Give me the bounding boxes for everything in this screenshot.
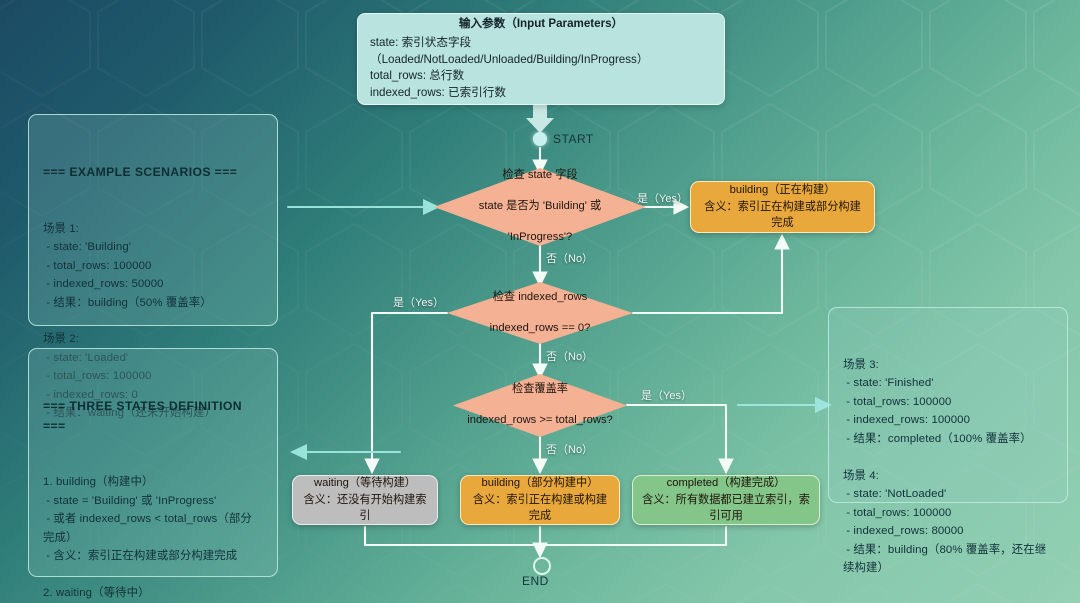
decision-coverage-line2: indexed_rows >= total_rows?: [467, 414, 613, 427]
decision-check-coverage-text: 检查覆盖率 indexed_rows >= total_rows?: [467, 367, 613, 444]
end-label: END: [522, 574, 549, 588]
panel-example-scenarios-body: 场景 1: - state: 'Building' - total_rows: …: [43, 222, 216, 420]
end-node-dot: [533, 557, 551, 575]
input-param-total-rows: total_rows: 总行数: [370, 69, 465, 83]
result-box-completed[interactable]: completed（构建完成） 含义：所有数据都已建立索引，索引可用: [632, 475, 820, 525]
edge-label-d3-yes: 是（Yes）: [641, 390, 692, 402]
decision-check-indexed-rows-text: 检查 indexed_rows indexed_rows == 0?: [490, 274, 591, 351]
result-building-partial-desc: 含义：索引正在构建或构建完成: [472, 493, 608, 523]
decision-check-state-line2: state 是否为 'Building' 或: [478, 200, 602, 213]
panel-example-scenarios-title: === EXAMPLE SCENARIOS ===: [43, 164, 238, 179]
panel-example-scenarios: === EXAMPLE SCENARIOS === 场景 1: - state:…: [28, 114, 278, 419]
input-parameters-box: 输入参数（Input Parameters） state: 索引状态字段（Loa…: [357, 13, 725, 105]
edge-label-d1-no: 否（No）: [546, 253, 594, 265]
decision-check-state-line3: 'InProgress'?: [507, 231, 573, 244]
decision-indexed-line2: indexed_rows == 0?: [489, 321, 591, 334]
edge-label-d1-yes: 是（Yes）: [637, 193, 688, 205]
result-building-partial-title: building（部分构建中）: [481, 476, 599, 489]
result-waiting-title: waiting（等待构建）: [314, 476, 416, 489]
result-box-building-top[interactable]: building（正在构建） 含义：索引正在构建或部分构建完成: [690, 181, 875, 233]
result-completed-desc: 含义：所有数据都已建立索引，索引可用: [642, 493, 810, 523]
start-label: START: [553, 132, 594, 146]
decision-check-indexed-rows[interactable]: 检查 indexed_rows indexed_rows == 0?: [447, 282, 633, 344]
edge-label-d2-no: 否（No）: [546, 351, 594, 363]
panel-three-states-definition: === THREE STATES DEFINITION === 1. build…: [28, 348, 278, 599]
edge-label-d3-no: 否（No）: [546, 444, 594, 456]
edge-label-d2-yes: 是（Yes）: [393, 297, 444, 309]
result-building-top-title: building（正在构建）: [729, 183, 836, 196]
decision-check-state[interactable]: 检查 state 字段 state 是否为 'Building' 或 'InPr…: [434, 168, 646, 246]
decision-coverage-line1: 检查覆盖率: [512, 383, 568, 396]
decision-check-coverage[interactable]: 检查覆盖率 indexed_rows >= total_rows?: [453, 374, 627, 437]
input-parameters-title: 输入参数（Input Parameters）: [458, 17, 624, 31]
decision-indexed-line1: 检查 indexed_rows: [492, 290, 588, 303]
result-box-waiting[interactable]: waiting（等待构建） 含义：还没有开始构建索引: [292, 475, 438, 525]
input-param-indexed-rows: indexed_rows: 已索引行数: [370, 86, 506, 100]
result-building-top-desc: 含义：索引正在构建或部分构建完成: [704, 200, 861, 230]
panel-scenarios-right-body: 场景 3: - state: 'Finished' - total_rows: …: [843, 358, 1047, 575]
decision-check-state-text: 检查 state 字段 state 是否为 'Building' 或 'InPr…: [479, 153, 601, 261]
panel-scenarios-right: 场景 3: - state: 'Finished' - total_rows: …: [828, 307, 1068, 574]
panel-three-states-body: 1. building（构建中） - state = 'Building' 或 …: [43, 476, 252, 600]
input-param-state: state: 索引状态字段（Loaded/NotLoaded/Unloaded/…: [370, 35, 649, 66]
decision-check-state-line1: 检查 state 字段: [502, 169, 578, 182]
result-completed-title: completed（构建完成）: [666, 476, 786, 489]
result-waiting-desc: 含义：还没有开始构建索引: [303, 493, 427, 523]
panel-three-states-title: === THREE STATES DEFINITION ===: [43, 398, 246, 433]
start-node-dot: [533, 132, 547, 146]
result-box-building-partial[interactable]: building（部分构建中） 含义：索引正在构建或构建完成: [460, 475, 620, 525]
